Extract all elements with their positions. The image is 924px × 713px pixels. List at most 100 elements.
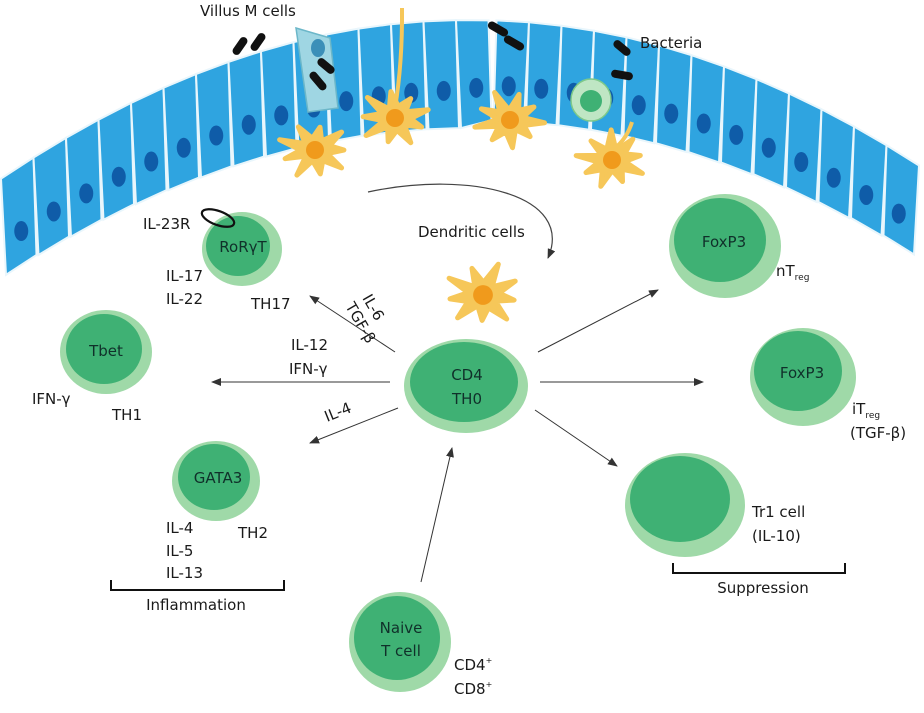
epithelial-cell: [524, 21, 563, 127]
epithelial-nucleus: [144, 151, 159, 172]
epithelial-cell: [719, 64, 758, 176]
epithelial-nucleus: [209, 125, 224, 146]
dendritic-cell-nucleus: [501, 111, 519, 129]
epithelial-cell: [784, 91, 823, 204]
epithelial-nucleus: [339, 91, 354, 112]
il17-label: IL-17: [166, 267, 203, 285]
arrow-to-th2: [309, 407, 399, 444]
differentiation-arrows: [211, 289, 704, 583]
ntreg-cell: FoxP3: [669, 194, 781, 298]
dendritic-cells-label: Dendritic cells: [418, 223, 525, 241]
intestinal-epithelium: [0, 19, 921, 277]
epithelial-cell: [849, 124, 888, 238]
th0-cd4-label: CD4: [451, 366, 483, 384]
suppression-label: Suppression: [717, 579, 809, 597]
ntreg-marker: FoxP3: [702, 233, 746, 251]
ntreg-label: nTreg: [776, 262, 809, 283]
epithelial-cell: [227, 49, 266, 168]
epithelial-nucleus: [891, 203, 906, 224]
tr1-cell: [625, 453, 745, 557]
epithelial-cell: [32, 136, 71, 257]
il22-label: IL-22: [166, 290, 203, 308]
epithelial-nucleus: [761, 137, 776, 158]
m-cell: [295, 26, 339, 113]
naive-line2: T cell: [380, 642, 421, 660]
dendritic-cell-nucleus: [386, 109, 404, 127]
dendritic-cells: [277, 7, 645, 323]
arrow-to-tr1: [534, 409, 618, 467]
naive-line1: Naive: [380, 619, 423, 637]
th2-cell: GATA3: [172, 441, 260, 521]
epithelial-nucleus: [241, 114, 256, 135]
epithelial-cell: [0, 155, 38, 277]
il23r-receptor-icon: [200, 208, 236, 228]
th17-label: TH17: [250, 295, 291, 313]
dendritic-cell-nucleus: [306, 141, 324, 159]
epithelial-nucleus: [534, 78, 549, 99]
th17-marker: RoRγT: [219, 238, 267, 256]
th2-marker: GATA3: [194, 469, 243, 487]
tr1-label: Tr1 cell: [751, 503, 805, 521]
epithelial-nucleus: [664, 103, 679, 124]
th17-cell: RoRγT: [200, 208, 282, 286]
epithelial-nucleus: [794, 152, 809, 173]
epithelial-nucleus: [501, 76, 516, 97]
epithelial-cell: [622, 36, 661, 145]
il4-output-label: IL-4: [166, 519, 193, 537]
epithelial-nucleus: [46, 201, 61, 222]
dendritic-cell-nucleus: [473, 285, 493, 305]
epithelial-nucleus: [826, 167, 841, 188]
itreg-label: iTreg: [852, 400, 880, 421]
arrow-to-th17: [309, 295, 396, 353]
il12-label: IL-12: [291, 336, 328, 354]
epithelial-nucleus: [729, 124, 744, 145]
th1-label: TH1: [111, 406, 142, 424]
arrow-to-ntreg: [537, 289, 659, 353]
epithelial-lymphocyte: [570, 78, 612, 122]
ifng-output-label: IFN-γ: [32, 390, 71, 408]
itreg-cell: FoxP3: [750, 328, 856, 426]
suppression-bracket: [672, 563, 846, 574]
inflammation-bracket: [110, 580, 285, 591]
epithelial-cell: [64, 118, 103, 239]
ifng-arrow-label: IFN-γ: [289, 360, 328, 378]
th0-cell: CD4 TH0: [404, 339, 528, 433]
cd4-marker-label: CD4+: [454, 656, 492, 674]
epithelial-cell: [687, 53, 726, 164]
epithelial-cell: [654, 44, 693, 154]
bacteria-label: Bacteria: [640, 34, 702, 52]
epithelial-cell: [422, 19, 461, 131]
epithelial-cell: [194, 60, 233, 179]
epithelial-cell: [129, 86, 168, 206]
epithelial-cell: [97, 101, 136, 222]
il5-output-label: IL-5: [166, 542, 193, 560]
villus-m-cells-label: Villus M cells: [200, 2, 296, 20]
epithelial-nucleus: [436, 80, 451, 101]
epithelial-cell: [752, 77, 791, 189]
il23r-label: IL-23R: [143, 215, 190, 233]
epithelial-nucleus: [14, 221, 29, 242]
th0-name-label: TH0: [451, 390, 482, 408]
epithelial-nucleus: [274, 105, 289, 126]
th1-marker: Tbet: [88, 342, 123, 360]
inflammation-label: Inflammation: [146, 596, 246, 614]
epithelial-nucleus: [79, 183, 94, 204]
itreg-tgfb-label: (TGF-β): [850, 424, 906, 442]
migration-arrow: [367, 183, 556, 259]
epithelial-cell: [817, 107, 856, 220]
bacteria-group: [232, 21, 633, 91]
th1-cell: Tbet: [60, 310, 152, 394]
epithelial-nucleus: [859, 184, 874, 205]
naive-t-cell: Naive T cell: [349, 592, 451, 692]
epithelial-nucleus: [696, 113, 711, 134]
epithelial-cell: [882, 143, 921, 257]
il4-arrow-label: IL-4: [322, 399, 354, 426]
cd8-marker-label: CD8+: [454, 680, 492, 698]
itreg-marker: FoxP3: [780, 364, 824, 382]
tr1-il10-label: (IL-10): [752, 527, 801, 545]
epithelial-nucleus: [469, 77, 484, 98]
epithelial-nucleus: [631, 95, 646, 116]
epithelial-nucleus: [176, 137, 191, 158]
